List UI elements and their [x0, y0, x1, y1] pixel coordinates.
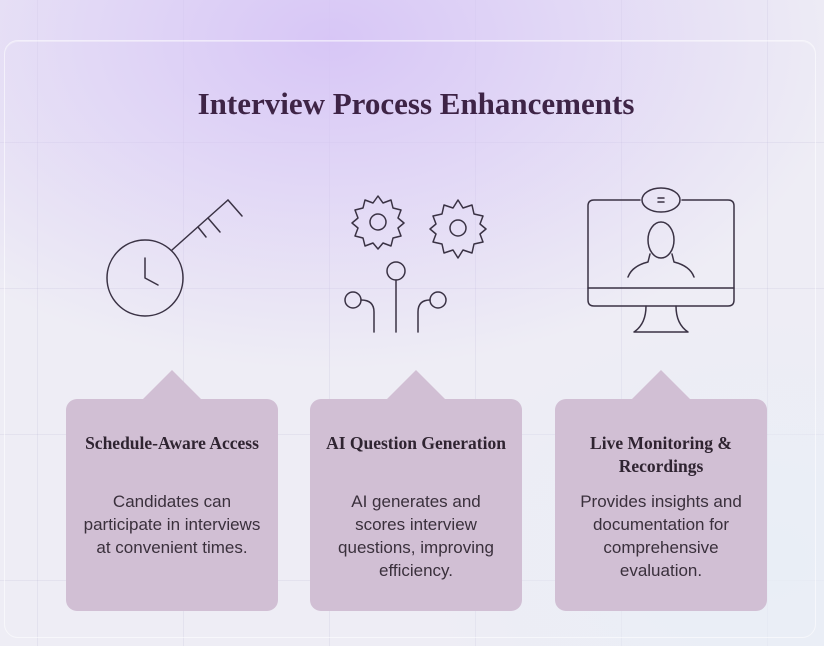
clock-key-icon [106, 199, 243, 317]
page-title: Interview Process Enhancements [197, 86, 635, 121]
card-ai-question-generation: AI Question Generation AI generates and … [310, 370, 522, 611]
card-description: Candidates can participate in interviews… [83, 492, 261, 557]
card-title: AI Question Generation [326, 433, 506, 453]
card-description: Provides insights and documentation for … [580, 492, 742, 580]
gears-circuit-icon [344, 195, 487, 333]
monitor-person-icon [587, 187, 735, 333]
card-schedule-aware-access: Schedule-Aware Access Candidates can par… [66, 370, 278, 611]
card-title: Live Monitoring & Recordings [590, 433, 732, 476]
card-live-monitoring-recordings: Live Monitoring & Recordings Provides in… [555, 370, 767, 611]
card-description: AI generates and scores interview questi… [338, 492, 494, 580]
card-title: Schedule-Aware Access [85, 433, 259, 453]
